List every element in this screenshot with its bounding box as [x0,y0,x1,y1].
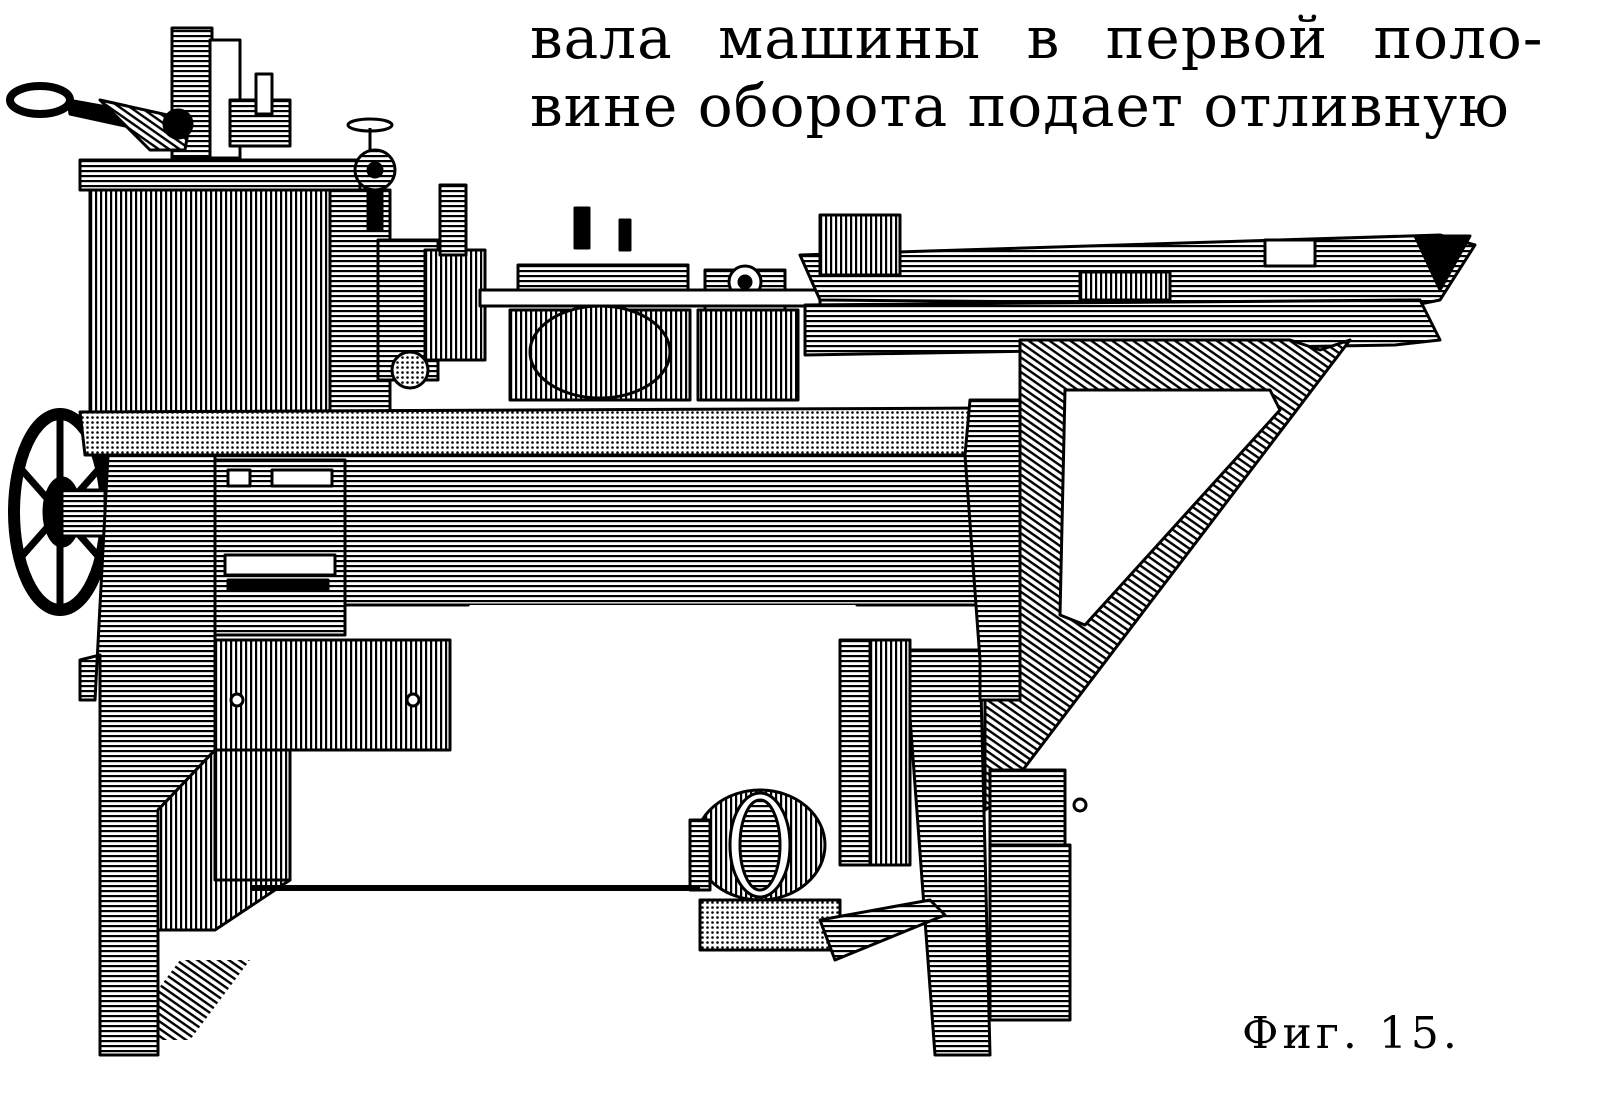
left-leg-inner [213,748,292,882]
gear-housing [696,308,800,402]
mould-column [423,248,487,362]
figure-caption: Фиг. 15. [1242,1008,1461,1059]
small-gear [390,350,430,390]
horizontal-shaft [478,288,822,308]
handwheel [8,408,112,616]
body-text-line-2: вине оборота подает отливную [530,72,1510,140]
arch-inner [430,605,905,660]
casting-box-lid [78,158,362,192]
flywheel-rim [868,638,912,867]
bracket-window [1058,388,1282,627]
body-text-line-1: вала машины в первой поло- [530,4,1544,72]
galley-hopper [1413,234,1472,292]
control-panel [213,458,347,637]
casting-box [88,168,352,414]
top-lever-assembly [6,26,292,160]
electric-motor [688,788,947,962]
left-leg-front [78,453,217,1057]
side-valve-knob [346,117,397,232]
rail-clamp [1263,238,1317,268]
mould-column-top [438,183,468,257]
right-leg-front [903,648,992,1057]
